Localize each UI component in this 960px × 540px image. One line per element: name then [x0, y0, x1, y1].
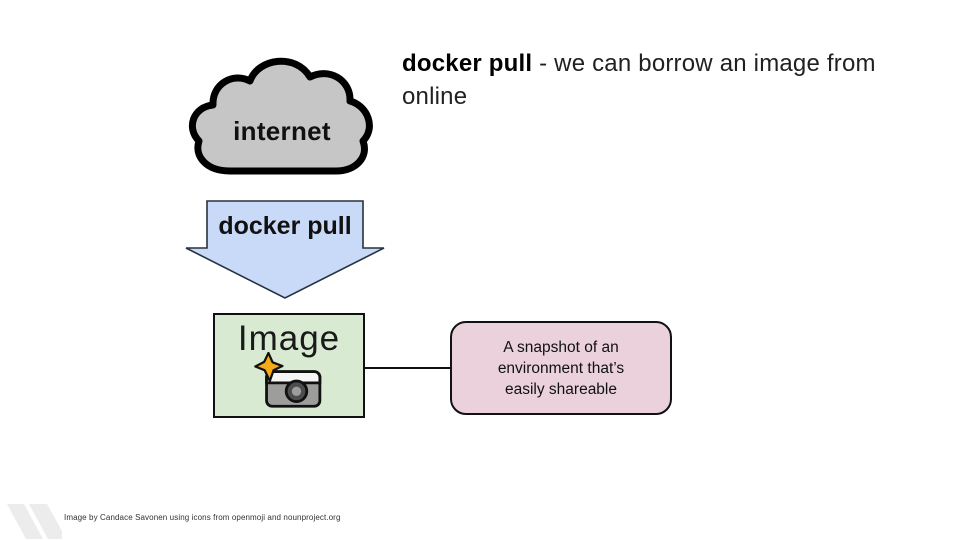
title-rest-text: - we can borrow an image from online: [402, 50, 876, 110]
corner-chevron-decoration: [7, 504, 62, 539]
slide-title: docker pull - we can borrow an image fro…: [402, 47, 932, 113]
arrow-label: docker pull: [218, 211, 352, 240]
down-arrow-icon: [185, 200, 385, 299]
internet-cloud: internet: [186, 50, 378, 178]
connector-line: [365, 367, 450, 369]
callout-text: A snapshot of an environment that’s easi…: [497, 338, 625, 398]
title-command-text: docker pull: [402, 50, 533, 77]
snapshot-callout: A snapshot of an environment that’s easi…: [450, 321, 672, 415]
camera-with-flash-icon: [254, 352, 322, 408]
image-box: Image: [213, 313, 365, 418]
image-box-label: Image: [237, 319, 341, 358]
cloud-label: internet: [233, 115, 331, 146]
docker-pull-arrow: [185, 200, 385, 300]
attribution-text: Image by Candace Savonen using icons fro…: [64, 513, 341, 522]
cloud-icon: [188, 57, 373, 175]
